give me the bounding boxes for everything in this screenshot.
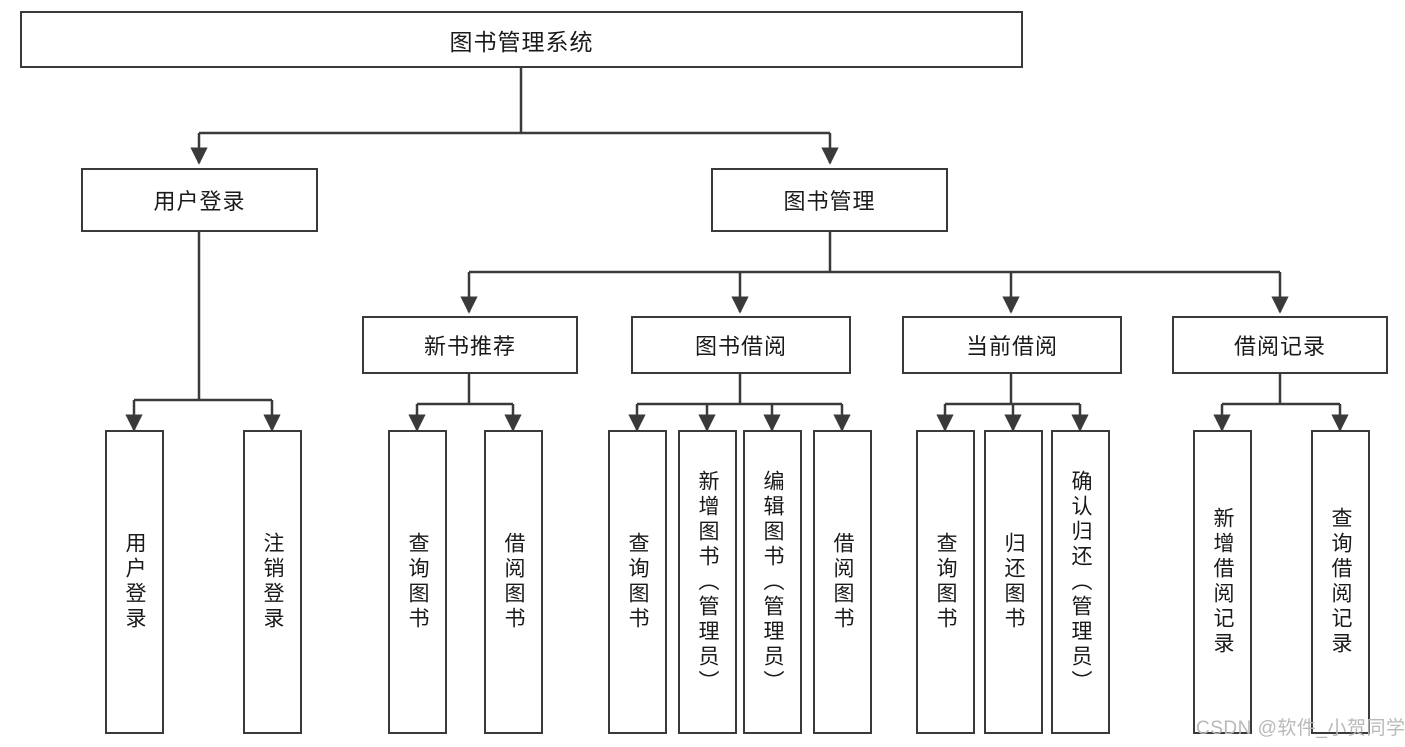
leaf-label: 借阅图书 [831,532,854,632]
leaf-book-borrow-borrow[interactable]: 借阅图书 [813,430,872,734]
leaf-label: 归还图书 [1002,532,1025,632]
leaf-label: 新增借阅记录 [1211,507,1234,657]
csdn-watermark: CSDN @软件_小贺同学 [1196,718,1405,739]
leaf-book-borrow-add[interactable]: 新增图书（管理员） [678,430,737,734]
leaf-label: 借阅图书 [502,532,525,632]
leaf-new-book-query[interactable]: 查询图书 [388,430,447,734]
leaf-label: 确认归还（管理员） [1069,469,1092,695]
leaf-label: 新增图书（管理员） [696,469,719,695]
leaf-current-borrow-return[interactable]: 归还图书 [984,430,1043,734]
node-book-borrow[interactable]: 图书借阅 [631,316,851,374]
node-root-system[interactable]: 图书管理系统 [20,11,1023,68]
leaf-label: 用户登录 [123,532,146,632]
leaf-book-borrow-query[interactable]: 查询图书 [608,430,667,734]
leaf-label: 编辑图书（管理员） [761,469,784,695]
leaf-label: 查询图书 [626,532,649,632]
leaf-user-login-logout[interactable]: 注销登录 [243,430,302,734]
leaf-user-login-login[interactable]: 用户登录 [105,430,164,734]
node-book-management[interactable]: 图书管理 [711,168,948,232]
leaf-label: 查询借阅记录 [1329,507,1352,657]
leaf-borrow-record-add[interactable]: 新增借阅记录 [1193,430,1252,734]
node-borrow-record[interactable]: 借阅记录 [1172,316,1388,374]
leaf-label: 注销登录 [261,532,284,632]
leaf-current-borrow-query[interactable]: 查询图书 [916,430,975,734]
leaf-label: 查询图书 [406,532,429,632]
leaf-current-borrow-confirm-return[interactable]: 确认归还（管理员） [1051,430,1110,734]
node-current-borrow[interactable]: 当前借阅 [902,316,1122,374]
leaf-book-borrow-edit[interactable]: 编辑图书（管理员） [743,430,802,734]
leaf-new-book-borrow[interactable]: 借阅图书 [484,430,543,734]
leaf-label: 查询图书 [934,532,957,632]
node-user-login[interactable]: 用户登录 [81,168,318,232]
node-new-book-recommend[interactable]: 新书推荐 [362,316,578,374]
leaf-borrow-record-query[interactable]: 查询借阅记录 [1311,430,1370,734]
